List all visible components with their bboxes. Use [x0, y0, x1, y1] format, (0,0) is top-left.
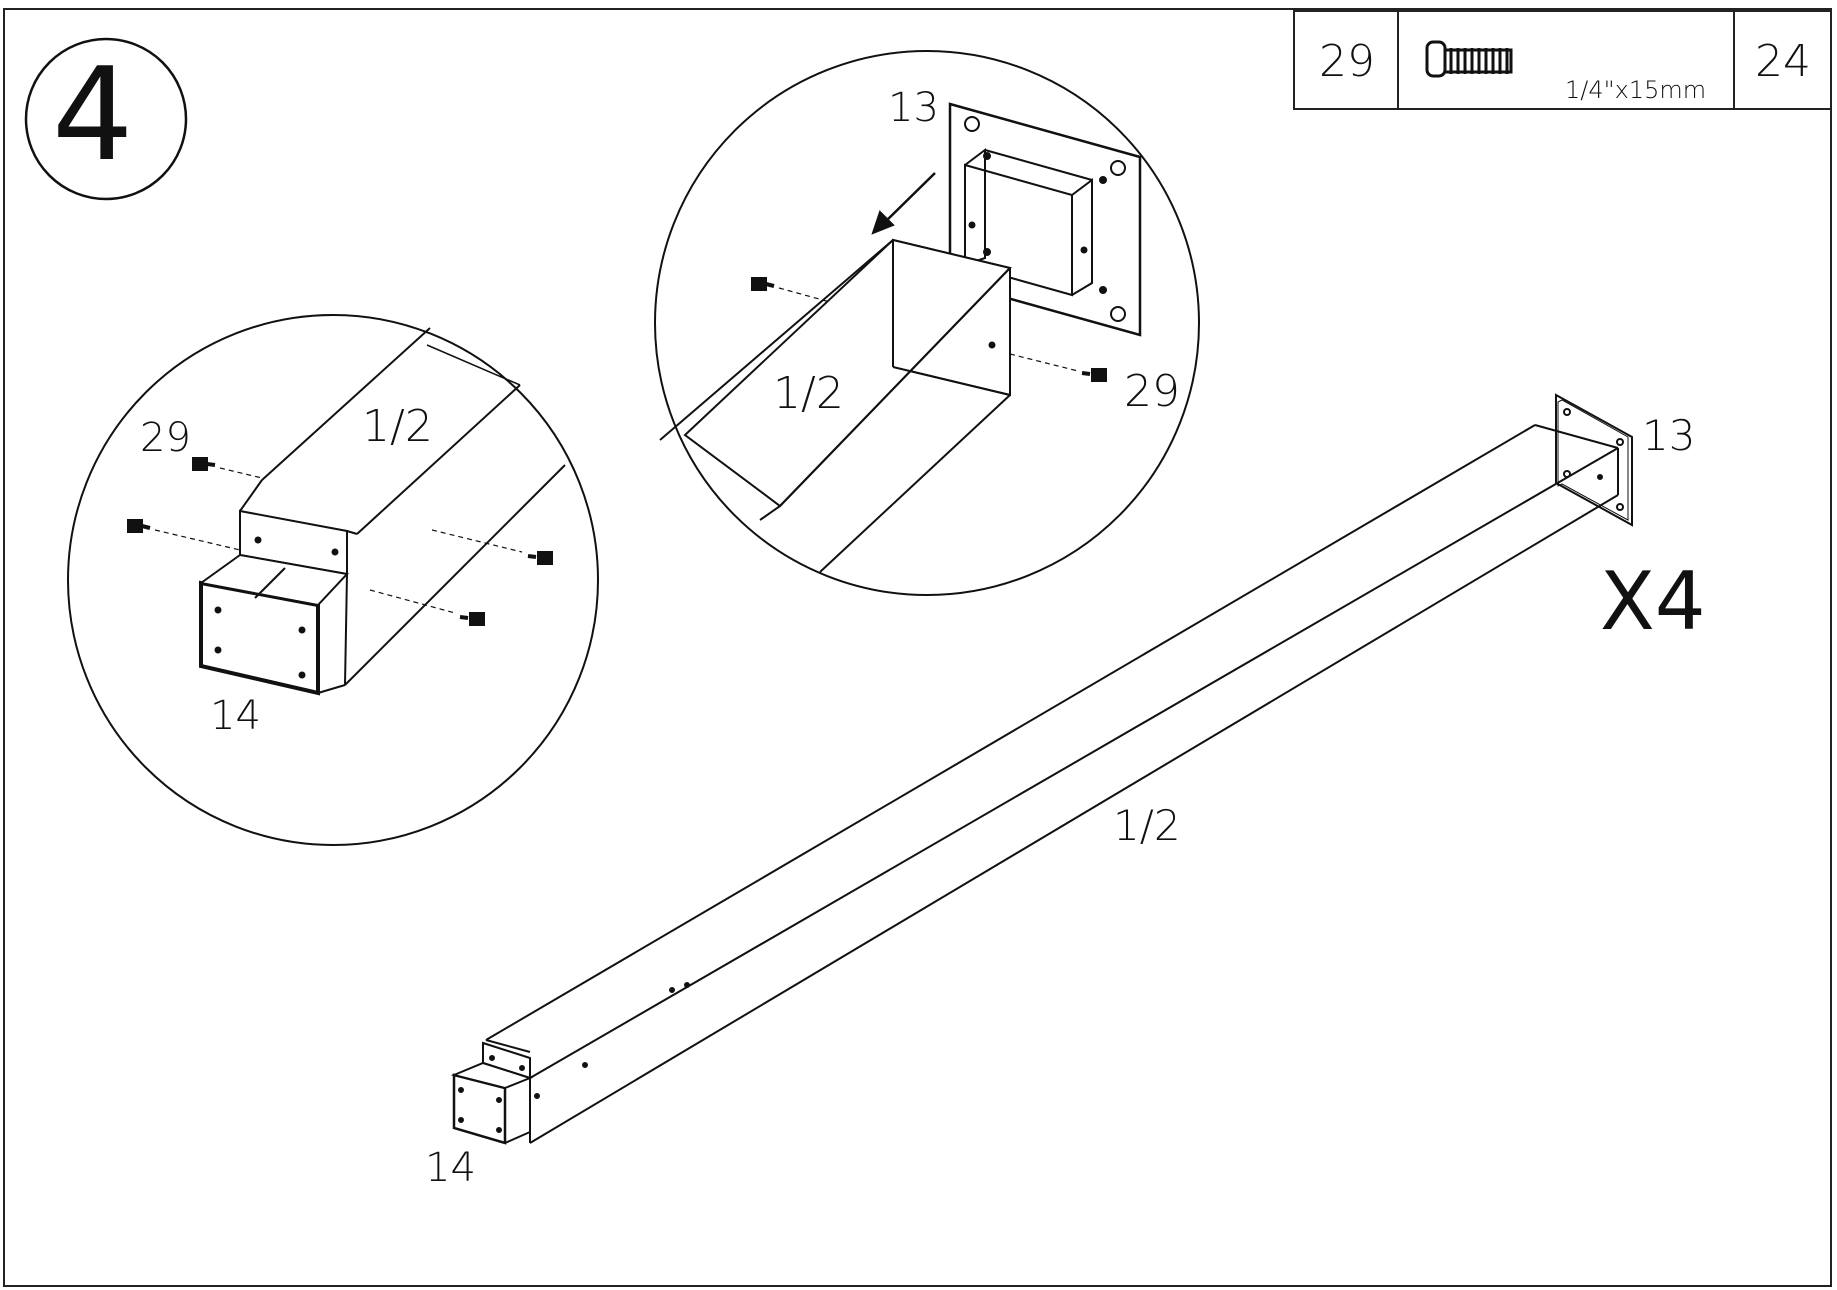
bolt-icon	[369, 589, 485, 626]
hardware-spec: 1/4"x15mm	[1565, 76, 1707, 104]
left-bolt-ref: 29	[140, 415, 191, 461]
step-number-circle	[24, 37, 188, 201]
hardware-quantity: 24	[1755, 36, 1811, 87]
bolt-icon	[1009, 353, 1107, 382]
bolt-icon	[1425, 40, 1513, 78]
step-number: 4	[52, 41, 134, 190]
bolt-icon	[751, 277, 831, 303]
left-detail-circle	[67, 314, 599, 846]
hardware-part-number: 29	[1319, 36, 1375, 87]
main-plate-ref: 13	[1642, 411, 1696, 460]
quantity-multiplier: X4	[1600, 555, 1706, 648]
bolt-icon	[192, 457, 263, 479]
hardware-part-cell: 29	[1293, 10, 1399, 110]
bolt-icon	[431, 529, 553, 565]
main-leg-ref: 1/2	[1113, 801, 1181, 850]
top-detail-circle	[654, 50, 1200, 596]
bolt-icon	[127, 519, 241, 551]
left-foot-ref: 14	[210, 693, 261, 739]
main-foot-ref: 14	[425, 1145, 476, 1191]
top-leg-ref: 1/2	[773, 368, 844, 419]
main-leg-assembly	[450, 393, 1633, 1145]
top-plate-ref: 13	[888, 85, 939, 131]
top-bolt-ref: 29	[1124, 366, 1180, 417]
instruction-page-frame	[3, 8, 1832, 1287]
hardware-spec-cell: 1/4"x15mm	[1397, 10, 1735, 110]
left-leg-ref: 1/2	[362, 401, 433, 452]
hardware-quantity-cell: 24	[1733, 10, 1832, 110]
